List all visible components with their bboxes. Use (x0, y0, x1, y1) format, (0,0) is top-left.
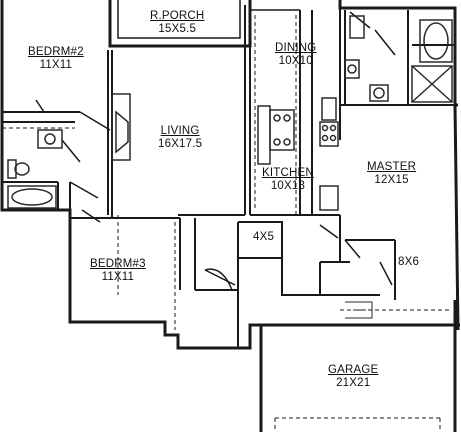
room-name: DINING (275, 42, 317, 54)
room-dims: 11X11 (101, 271, 135, 283)
fireplace-icon (111, 93, 131, 161)
room-dims: 21X21 (336, 377, 371, 389)
sink-icon (37, 15, 389, 149)
room-name: GARAGE (328, 364, 379, 376)
room-name: R.PORCH (150, 10, 205, 22)
garage-door-arrow (345, 301, 373, 319)
room-dims: 10X13 (270, 180, 306, 192)
room-name: BEDRM#2 (28, 46, 84, 58)
room-dims: 4X5 (253, 231, 275, 243)
room-name: LIVING (160, 125, 200, 137)
dashed-cabinet-lines (2, 15, 450, 432)
room-dims: 10X10 (278, 55, 313, 67)
bathtub-icon (7, 185, 57, 209)
room-dims: 12X15 (374, 174, 409, 186)
room-label-kitchen: KITCHEN 10X13 (262, 167, 314, 193)
room-label-bedrm2: BEDRM#2 11X11 (28, 46, 84, 72)
room-dims: 15X5.5 (158, 23, 197, 35)
porch-details (117, 0, 300, 39)
shower-icon (411, 65, 453, 103)
room-label-closet8x6: 8X6 (398, 256, 419, 269)
room-dims: 8X6 (398, 256, 420, 268)
room-label-dining: DINING 10X10 (275, 42, 316, 68)
room-label-closet4x5: 4X5 (253, 231, 274, 244)
room-label-bedrm3: BEDRM#3 11X11 (90, 258, 146, 284)
room-name: BEDRM#3 (90, 258, 146, 270)
room-label-rporch: R.PORCH 15X5.5 (150, 10, 204, 36)
toilet-icon (7, 159, 30, 179)
room-dims: 16X17.5 (158, 138, 203, 150)
stove-icon (257, 97, 339, 211)
room-label-master: MASTER 12X15 (367, 161, 416, 187)
room-name: MASTER (367, 161, 417, 173)
bathtub-master-icon (419, 19, 453, 63)
room-label-living: LIVING 16X17.5 (158, 125, 202, 151)
room-dims: 11X11 (39, 59, 73, 71)
room-label-garage: GARAGE 21X21 (328, 364, 378, 390)
door-swings (35, 11, 396, 291)
room-name: KITCHEN (262, 167, 314, 179)
